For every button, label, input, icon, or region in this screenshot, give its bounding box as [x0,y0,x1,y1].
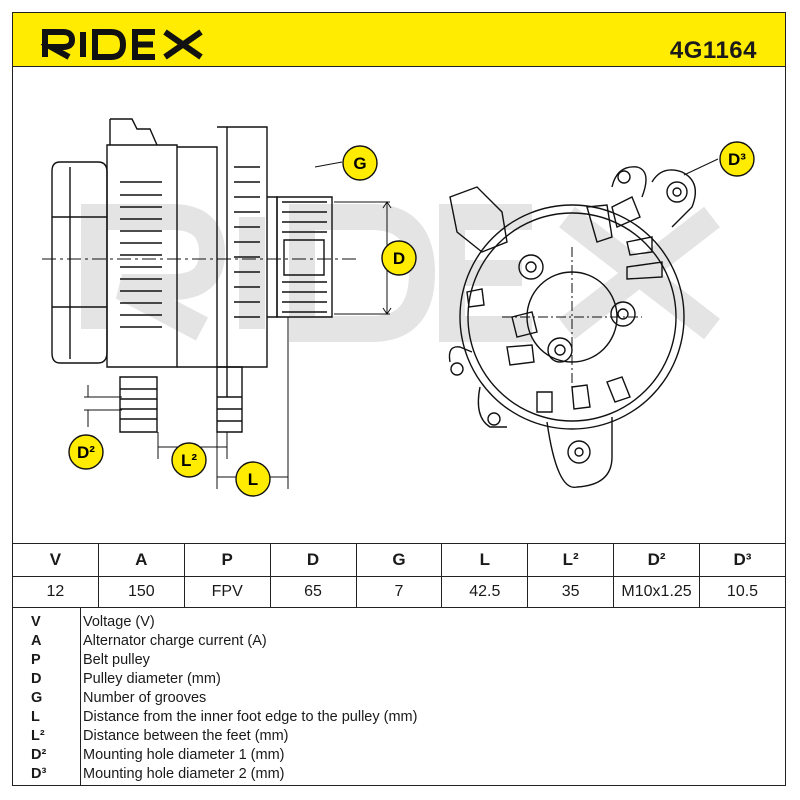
brand-logo [39,26,211,65]
svg-text:L²: L² [181,451,197,470]
legend-divider [80,608,81,785]
svg-text:L: L [248,470,258,489]
legend-item: P Belt pulley [13,651,785,669]
spec-header-diameter: D [269,543,357,577]
legend-symbol: D³ [31,766,47,782]
legend-text: Pulley diameter (mm) [83,671,221,687]
svg-text:G: G [353,154,366,173]
legend-text: Belt pulley [83,652,150,668]
svg-text:D: D [393,249,405,268]
part-number: 4G1164 [669,37,757,64]
legend-text: Voltage (V) [83,614,155,630]
callout-l: L [235,461,271,497]
legend-symbol: D [31,671,42,687]
callout-l2: L² [171,442,207,478]
spec-value-l2: 35 [527,576,615,608]
callout-g: G [342,145,378,181]
watermark-logo [81,204,720,342]
callout-d2: D² [68,434,104,470]
svg-text:D²: D² [77,443,95,462]
technical-drawing: G D D² L² L D³ [12,67,786,543]
alternator-front-view [448,166,696,488]
legend-item: L Distance from the inner foot edge to t… [13,708,785,726]
spec-value-voltage: 12 [12,576,99,608]
legend-text: Distance from the inner foot edge to the… [83,709,418,725]
legend-text: Number of grooves [83,690,207,706]
legend-item: V Voltage (V) [13,613,785,631]
legend-item: D² Mounting hole diameter 1 (mm) [13,746,785,764]
svg-text:D³: D³ [728,150,746,169]
spec-header-pulley: P [183,543,271,577]
legend-symbol: D² [31,747,47,763]
spec-value-d3: 10.5 [699,576,786,608]
spec-value-grooves: 7 [355,576,443,608]
legend-item: A Alternator charge current (A) [13,632,785,650]
alternator-side-view [42,118,357,433]
spec-header-d2: D² [613,543,700,577]
legend-item: D Pulley diameter (mm) [13,670,785,688]
legend-text: Alternator charge current (A) [83,633,267,649]
callout-d: D [381,240,417,276]
spec-header-grooves: G [355,543,443,577]
spec-value-row: 12 150 FPV 65 7 42.5 35 M10x1.25 10.5 [12,576,786,608]
legend-box: V Voltage (V) A Alternator charge curren… [12,607,786,786]
spec-header-voltage: V [12,543,99,577]
spec-value-pulley: FPV [183,576,271,608]
legend-text: Mounting hole diameter 1 (mm) [83,747,285,763]
spec-value-d2: M10x1.25 [613,576,700,608]
legend-symbol: G [31,690,43,706]
spec-value-l: 42.5 [441,576,529,608]
legend-symbol: L² [31,728,45,744]
spec-value-current: 150 [97,576,185,608]
spec-table: V A P D G L L² D² D³ 12 150 FPV 65 7 42.… [12,543,786,608]
legend-text: Distance between the feet (mm) [83,728,289,744]
legend-item: L² Distance between the feet (mm) [13,727,785,745]
legend-symbol: A [31,633,42,649]
legend-text: Mounting hole diameter 2 (mm) [83,766,285,782]
legend-symbol: V [31,614,41,630]
header-bar: 4G1164 [12,12,786,67]
spec-header-l: L [441,543,529,577]
spec-header-d3: D³ [699,543,786,577]
callout-d3: D³ [683,141,755,177]
spec-value-diameter: 65 [269,576,357,608]
spec-header-row: V A P D G L L² D² D³ [12,543,786,577]
spec-header-l2: L² [527,543,615,577]
legend-item: G Number of grooves [13,689,785,707]
legend-item: D³ Mounting hole diameter 2 (mm) [13,765,785,783]
legend-symbol: L [31,709,40,725]
legend-symbol: P [31,652,41,668]
spec-header-current: A [97,543,185,577]
